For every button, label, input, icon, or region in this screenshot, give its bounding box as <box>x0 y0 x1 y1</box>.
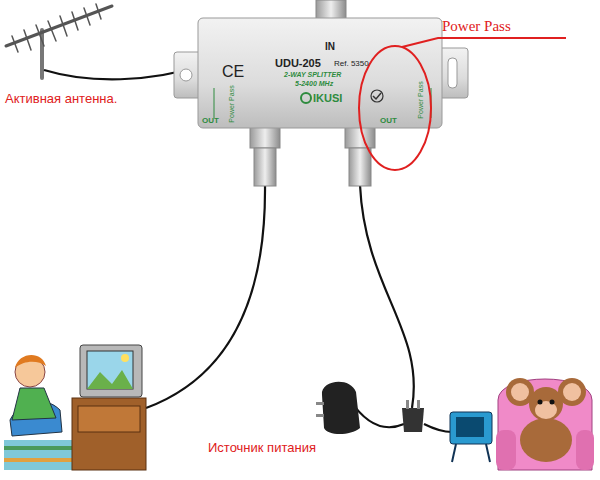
callout-label: Power Pass <box>442 18 511 35</box>
port-label: OUT <box>380 117 397 125</box>
splitter-body <box>198 18 442 128</box>
model-name: UDU-205 <box>275 58 321 69</box>
brand-name: IKUSI <box>313 93 342 104</box>
product-type: 2-WAY SPLITTER <box>284 71 341 78</box>
kid-with-tv <box>4 345 146 470</box>
power-supply <box>316 382 424 434</box>
cheburashka-with-tv <box>450 378 594 470</box>
port-label: OUT <box>202 117 219 125</box>
splitter-box: IN UDU-205 Ref. 5350 2-WAY SPLITTER 5-2400 M… <box>198 18 442 128</box>
antenna-label: Активная антенна. <box>5 92 117 106</box>
power-pass-mark: Power Pass <box>228 85 235 122</box>
ce-mark: CE <box>222 64 244 80</box>
power-supply-label: Источник питания <box>208 441 316 455</box>
ref-number: Ref. 5350 <box>334 60 369 68</box>
frequency-range: 5-2400 MHz <box>295 80 333 87</box>
splitter-marks <box>214 88 431 118</box>
antenna <box>6 4 112 78</box>
power-pass-mark: Power Pass <box>417 81 424 118</box>
port-label: IN <box>325 42 335 52</box>
callout <box>359 38 566 170</box>
